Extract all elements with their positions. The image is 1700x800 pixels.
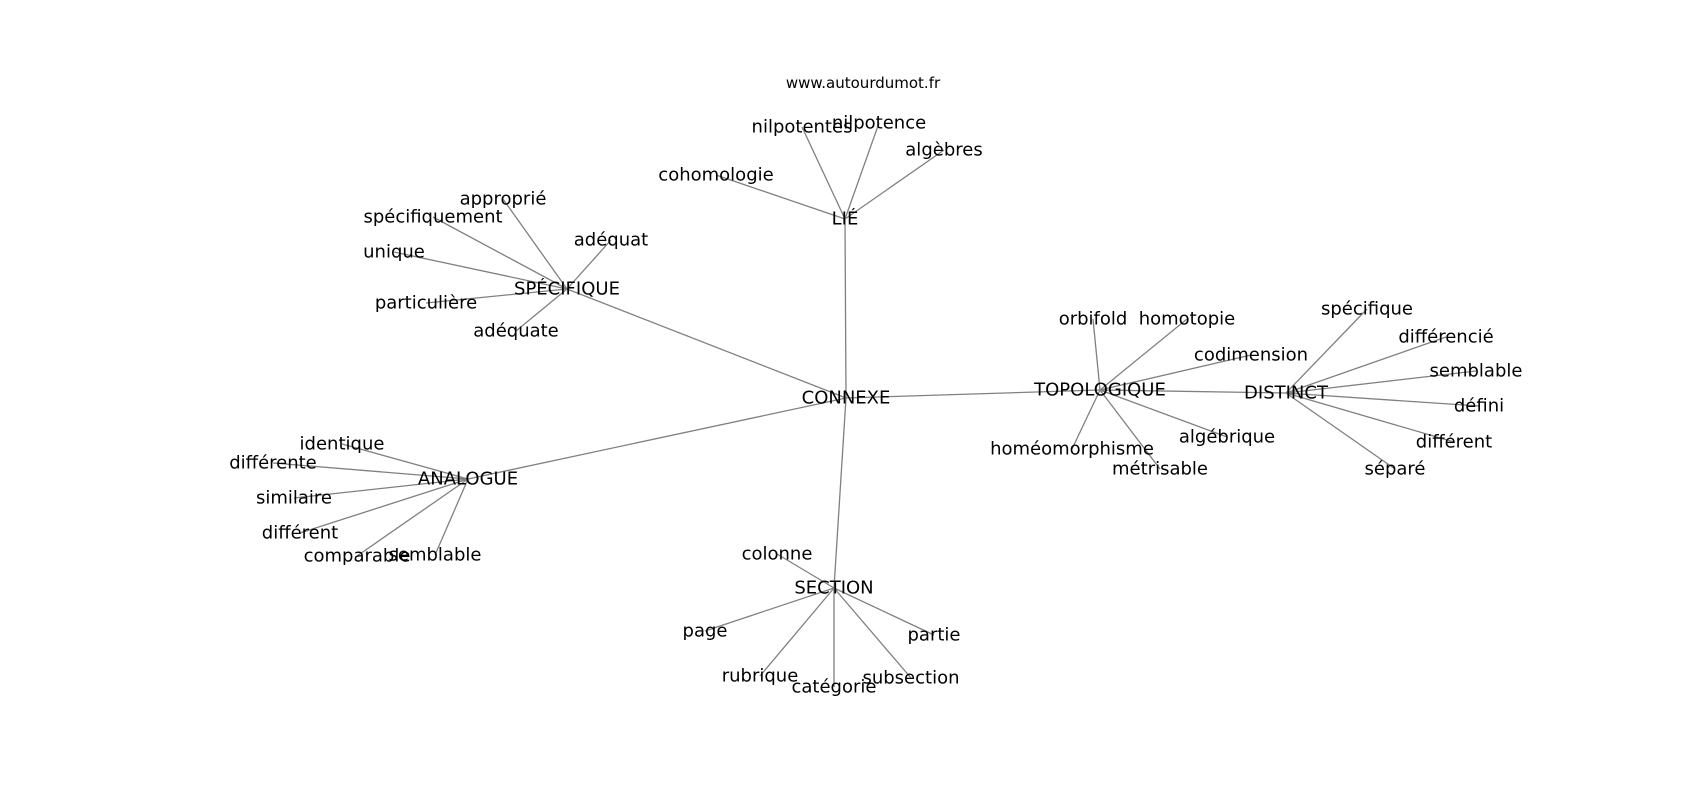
edge-section-subsection bbox=[833, 587, 912, 679]
edge-topologique-metrisable bbox=[1099, 389, 1161, 470]
edge-topologique-homotopie bbox=[1099, 318, 1188, 391]
edge-section-page bbox=[704, 587, 835, 632]
edge-section-rubrique bbox=[759, 587, 835, 677]
edge-topologique-orbifold bbox=[1092, 318, 1101, 391]
edge-section-colonne bbox=[776, 553, 835, 589]
leaf-node-identique: identique bbox=[300, 434, 385, 455]
edge-center-specifique bbox=[566, 288, 847, 399]
leaf-node-defini: défini bbox=[1454, 396, 1504, 417]
edge-topologique-algebrique bbox=[1099, 389, 1228, 438]
edge-distinct-different bbox=[1285, 392, 1455, 443]
edge-topologique-codimension bbox=[1099, 354, 1252, 391]
edge-specifique-approprie bbox=[502, 198, 568, 290]
hub-node-distinct: DISTINCT bbox=[1244, 383, 1329, 404]
edge-center-section bbox=[833, 397, 847, 589]
leaf-node-different: différent bbox=[262, 523, 338, 544]
leaf-node-metrisable: métrisable bbox=[1112, 459, 1208, 480]
leaf-node-differencie: différencié bbox=[1398, 327, 1493, 348]
leaf-node-specifique: spécifique bbox=[1321, 299, 1413, 320]
leaf-node-subsection: subsection bbox=[862, 668, 959, 689]
leaf-node-categorie: catégorie bbox=[792, 677, 877, 698]
edge-analogue-differente bbox=[272, 462, 469, 480]
edge-center-topologique bbox=[845, 389, 1101, 399]
leaf-node-different: différent bbox=[1416, 432, 1492, 453]
edge-center-lie bbox=[844, 218, 847, 399]
leaf-node-cohomologie: cohomologie bbox=[658, 165, 773, 186]
edge-section-partie bbox=[833, 587, 935, 636]
leaf-node-nilpotentes: nilpotentes bbox=[752, 117, 853, 138]
edge-specifique-specifiquement bbox=[432, 216, 568, 290]
leaf-node-orbifold: orbifold bbox=[1059, 309, 1128, 330]
edge-lie-nilpotentes bbox=[801, 126, 846, 220]
edge-specifique-adequate bbox=[515, 288, 568, 332]
hub-node-topologique: TOPOLOGIQUE bbox=[1033, 380, 1166, 401]
leaf-node-adequat: adéquat bbox=[574, 230, 648, 251]
leaf-node-semblable: semblable bbox=[1430, 361, 1523, 382]
leaf-node-colonne: colonne bbox=[742, 544, 813, 565]
hub-node-lie: LIÉ bbox=[832, 208, 859, 230]
edge-analogue-identique bbox=[341, 443, 469, 480]
edge-distinct-defini bbox=[1285, 392, 1480, 407]
leaf-node-approprie: approprié bbox=[460, 189, 547, 210]
hub-node-specifique: SPÉCIFIQUE bbox=[514, 278, 620, 300]
edge-lie-nilpotence bbox=[844, 122, 880, 220]
leaf-node-homotopie: homotopie bbox=[1139, 309, 1236, 330]
edge-topologique-distinct bbox=[1099, 389, 1287, 394]
edge-analogue-different bbox=[299, 478, 469, 534]
edge-center-analogue bbox=[467, 397, 847, 480]
edge-analogue-semblable bbox=[434, 478, 469, 556]
edge-specifique-particuliere bbox=[425, 288, 568, 304]
watermark-text: www.autourdumot.fr bbox=[786, 74, 941, 92]
edge-analogue-similaire bbox=[293, 478, 469, 499]
leaf-node-algebres: algèbres bbox=[905, 140, 982, 161]
edge-specifique-adequat bbox=[566, 239, 612, 290]
leaf-node-codimension: codimension bbox=[1194, 345, 1308, 366]
leaf-node-similaire: similaire bbox=[256, 488, 332, 509]
edge-distinct-specifique bbox=[1285, 308, 1368, 394]
edge-specifique-unique bbox=[393, 251, 568, 290]
edge-lie-cohomologie bbox=[715, 174, 846, 220]
leaf-node-specifiquement: spécifiquement bbox=[363, 207, 502, 228]
leaf-node-rubrique: rubrique bbox=[722, 666, 799, 687]
edge-lie-algebres bbox=[844, 149, 945, 220]
leaf-node-page: page bbox=[683, 621, 728, 642]
leaf-node-comparable: comparable bbox=[304, 546, 411, 567]
leaf-node-homeomorphisme: homéomorphisme bbox=[990, 439, 1154, 460]
edge-analogue-comparable bbox=[356, 478, 469, 557]
leaf-node-differente: différente bbox=[229, 453, 317, 474]
graph-edges bbox=[272, 122, 1480, 687]
leaf-node-particuliere: particulière bbox=[375, 293, 477, 314]
center-node-label: CONNEXE bbox=[802, 388, 891, 409]
leaf-node-nilpotence: nilpotence bbox=[832, 113, 926, 134]
hub-node-analogue: ANALOGUE bbox=[418, 469, 518, 490]
leaf-node-unique: unique bbox=[363, 242, 425, 263]
edge-distinct-differencie bbox=[1285, 336, 1447, 394]
hub-node-section: SECTION bbox=[794, 578, 873, 599]
leaf-node-partie: partie bbox=[908, 625, 961, 646]
leaf-node-separe: séparé bbox=[1365, 459, 1426, 480]
leaf-node-semblable: semblable bbox=[389, 545, 482, 566]
leaf-node-algebrique: algébrique bbox=[1179, 427, 1275, 448]
edge-distinct-semblable bbox=[1285, 370, 1477, 394]
edge-distinct-separe bbox=[1285, 392, 1396, 470]
edge-topologique-homeomorphisme bbox=[1071, 389, 1101, 450]
leaf-node-adequate: adéquate bbox=[473, 321, 559, 342]
